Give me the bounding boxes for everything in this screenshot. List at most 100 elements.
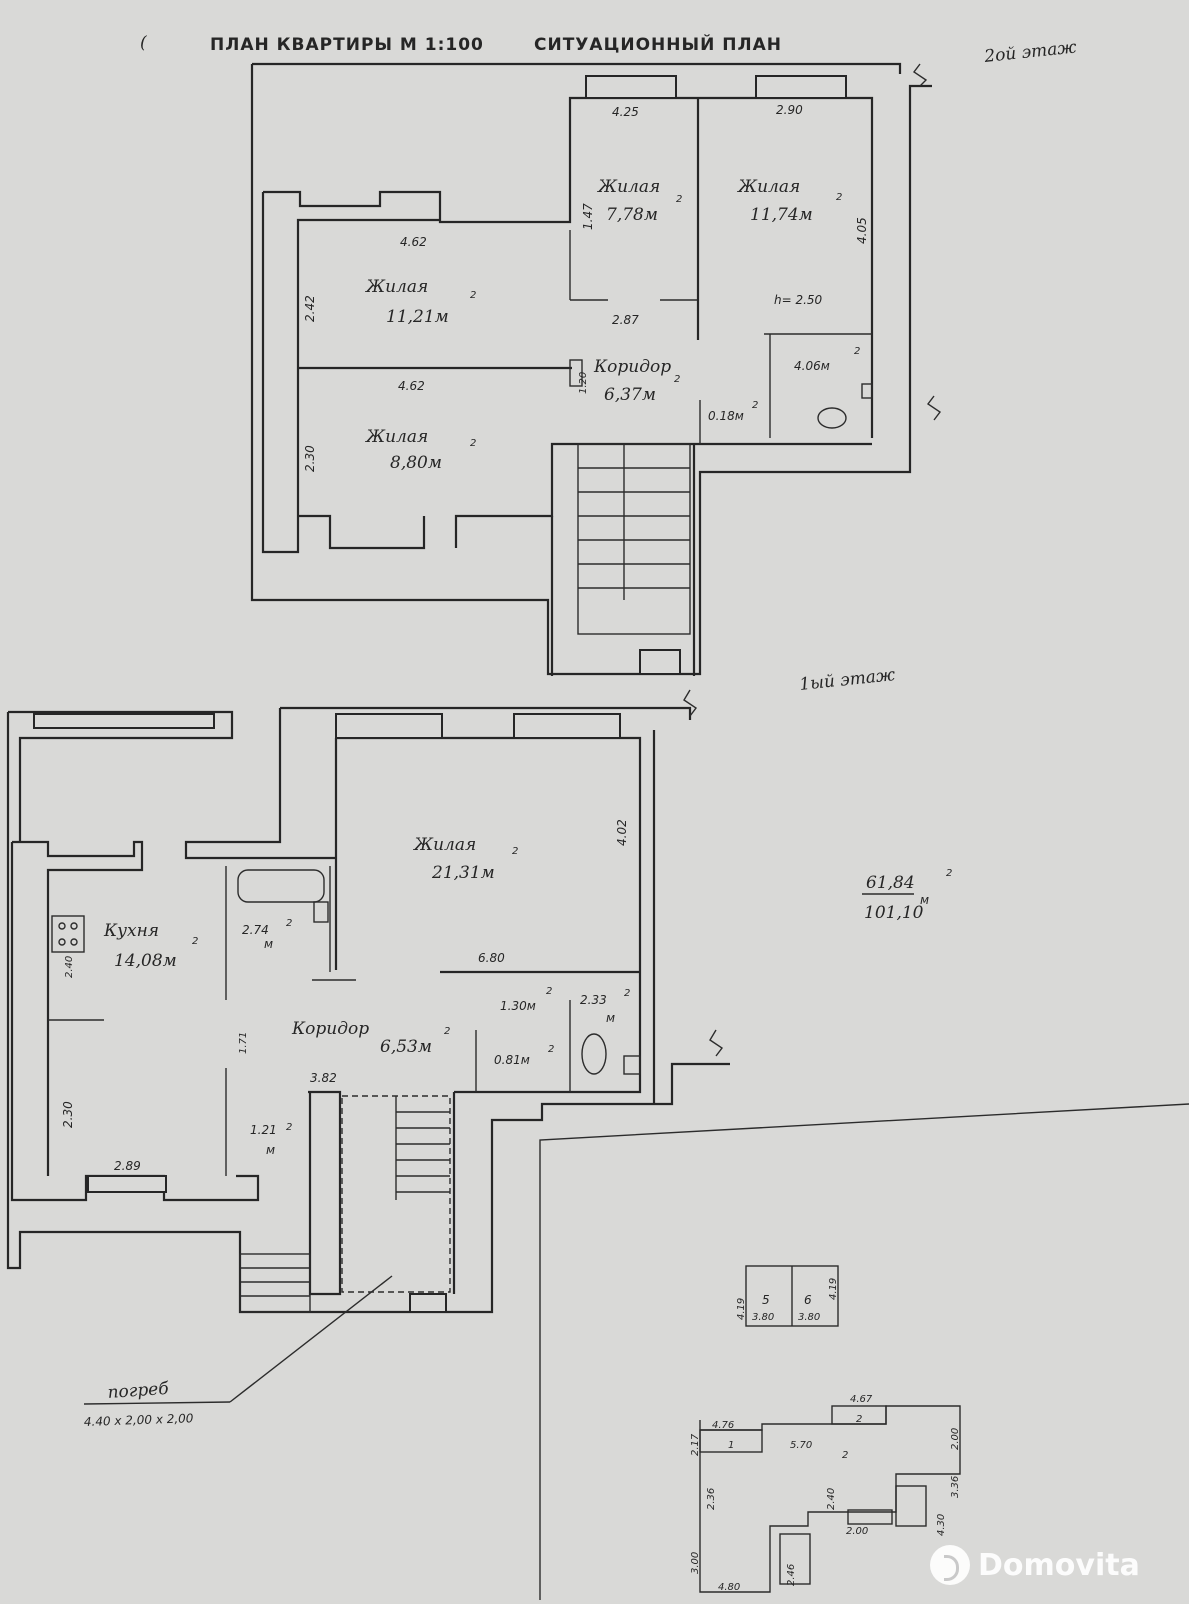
f1-stair-width: 3.82 [310,1071,337,1085]
bathtub-icon [237,869,325,903]
f2-dim-wc-area: 0.18м [708,409,744,423]
floor1-living-outline [336,736,642,1094]
f2-dim-right-side: 4.05 [855,217,869,244]
svg-text:2: 2 [286,1122,292,1133]
f1-corridor-name: Коридор [291,1019,369,1039]
site-building-1 [699,1429,763,1453]
f2-dim-left-low: 4.62 [398,379,425,393]
site-plan: 5 3.80 6 3.80 4.19 4.19 4.67 2 4.76 1 5.… [539,1103,1189,1600]
cellar-label: погреб [107,1379,170,1403]
floor1-window-2 [335,713,443,739]
svg-text:2.00: 2.00 [846,1526,868,1537]
svg-text:2.00: 2.00 [950,1428,961,1450]
svg-text:3.80: 3.80 [798,1312,820,1323]
svg-text:2.46: 2.46 [786,1564,797,1586]
site-plan-title: СИТУАЦИОННЫЙ ПЛАН [534,33,782,55]
site-building-4 [847,1509,893,1525]
svg-text:4.30: 4.30 [936,1514,947,1536]
f2-dim-corr-side: 1.20 [578,372,589,394]
f1-kit-bottom: 2.89 [114,1159,141,1173]
floor2-staircase [577,443,691,675]
floor1-plan: Жилая 2 21,31м Кухня 2 14,08м Коридор 2 … [6,689,730,1429]
domovita-watermark: Domovita [930,1543,1140,1587]
f1-kitchen-area: 14,08м [114,951,177,971]
floor2-door-mark [569,359,583,387]
f1-living-width: 6.80 [478,951,505,965]
svg-text:2: 2 [470,290,476,301]
svg-text:2: 2 [444,1026,450,1037]
f2-room-c-name: Жилая [365,277,428,297]
site-outline [699,1405,961,1593]
svg-text:3.00: 3.00 [690,1552,701,1574]
svg-text:2: 2 [752,400,758,411]
f2-room-b-name: Жилая [737,177,800,197]
floor1-staircase [341,1095,451,1313]
floor2-inner-wall-top [263,96,874,438]
site-building-3 [779,1533,811,1585]
f2-corridor-name: Коридор [593,357,671,377]
f2-dim-height: h= 2.50 [774,293,823,307]
toilet-icon [817,407,847,429]
f2-dim-top-left: 4.25 [612,105,639,119]
svg-text:6: 6 [804,1293,812,1307]
svg-text:4.19: 4.19 [828,1278,839,1300]
floor1-kitchen-wall [12,840,144,1176]
floor1-stair-wall-left [308,1090,342,1296]
svg-text:2: 2 [624,988,630,999]
svg-text:2.17: 2.17 [690,1433,701,1456]
svg-text:м: м [266,1143,275,1157]
f1-corridor-area: 6,53м [380,1037,432,1057]
floor2-plan: Жилая 2 7,78м Жилая 2 11,74м Жилая 2 11,… [250,62,942,676]
svg-text:2.36: 2.36 [706,1488,717,1510]
floor2-top-line [252,62,902,74]
svg-text:4.80: 4.80 [718,1582,740,1593]
svg-text:4.67: 4.67 [850,1394,873,1405]
svg-text:5: 5 [762,1293,770,1307]
total-area: 101,10 [864,903,924,923]
f2-dim-left-side1: 2.42 [303,295,317,322]
f1-living-area: 21,31м [431,863,495,883]
svg-text:3.80: 3.80 [752,1312,774,1323]
floor2-inner-wall-left [261,192,440,554]
f2-room-d-name: Жилая [365,427,428,447]
svg-text:2: 2 [836,192,842,203]
domovita-logo-icon [930,1545,970,1585]
site-building-5 [895,1485,927,1527]
area-totals: 61,84 101,10 м 2 [862,868,952,923]
floor2-window-bottom [298,514,426,550]
sink-icon [861,383,873,399]
stove-icon [51,915,85,953]
f1-toilet-icon [581,1033,607,1075]
floor1-outer-top-left [8,710,234,842]
cellar-underline [83,1401,231,1405]
f1-sink-icon [623,1055,641,1075]
f1-entry-area: 1.21 [250,1123,277,1137]
pencil-mark: ( [140,33,147,53]
floor2-label: 2ой этаж [982,37,1078,67]
svg-text:2.40: 2.40 [826,1488,837,1510]
f2-dim-left-mid: 4.62 [400,235,427,249]
floor2-window-1 [585,75,677,99]
floor1-inner-top-mid [184,708,336,860]
f2-room-c-area: 11,21м [386,307,449,327]
f1-corr-side: 1.71 [238,1032,249,1054]
svg-text:3.36: 3.36 [950,1476,961,1498]
f1-kit-side2: 2.30 [61,1101,75,1128]
svg-text:2: 2 [676,194,682,205]
f1-wc-area: 2.33 [580,993,607,1007]
site-building-2 [831,1405,887,1425]
f2-room-b-area: 11,74м [750,205,813,225]
floor1-break-mark-1 [683,689,698,717]
f2-room-a-area: 7,78м [606,205,658,225]
svg-text:1: 1 [728,1440,734,1451]
floor1-window-3 [513,713,621,739]
floor1-break-mark-2 [709,1029,724,1057]
floor2-break-mark-1 [912,63,928,87]
f2-room-a-name: Жилая [597,177,660,197]
svg-text:2: 2 [856,1414,862,1425]
svg-text:м: м [920,893,929,907]
floor2-break-mark-2 [926,395,942,421]
f1-kit-side1: 2.40 [64,956,75,978]
